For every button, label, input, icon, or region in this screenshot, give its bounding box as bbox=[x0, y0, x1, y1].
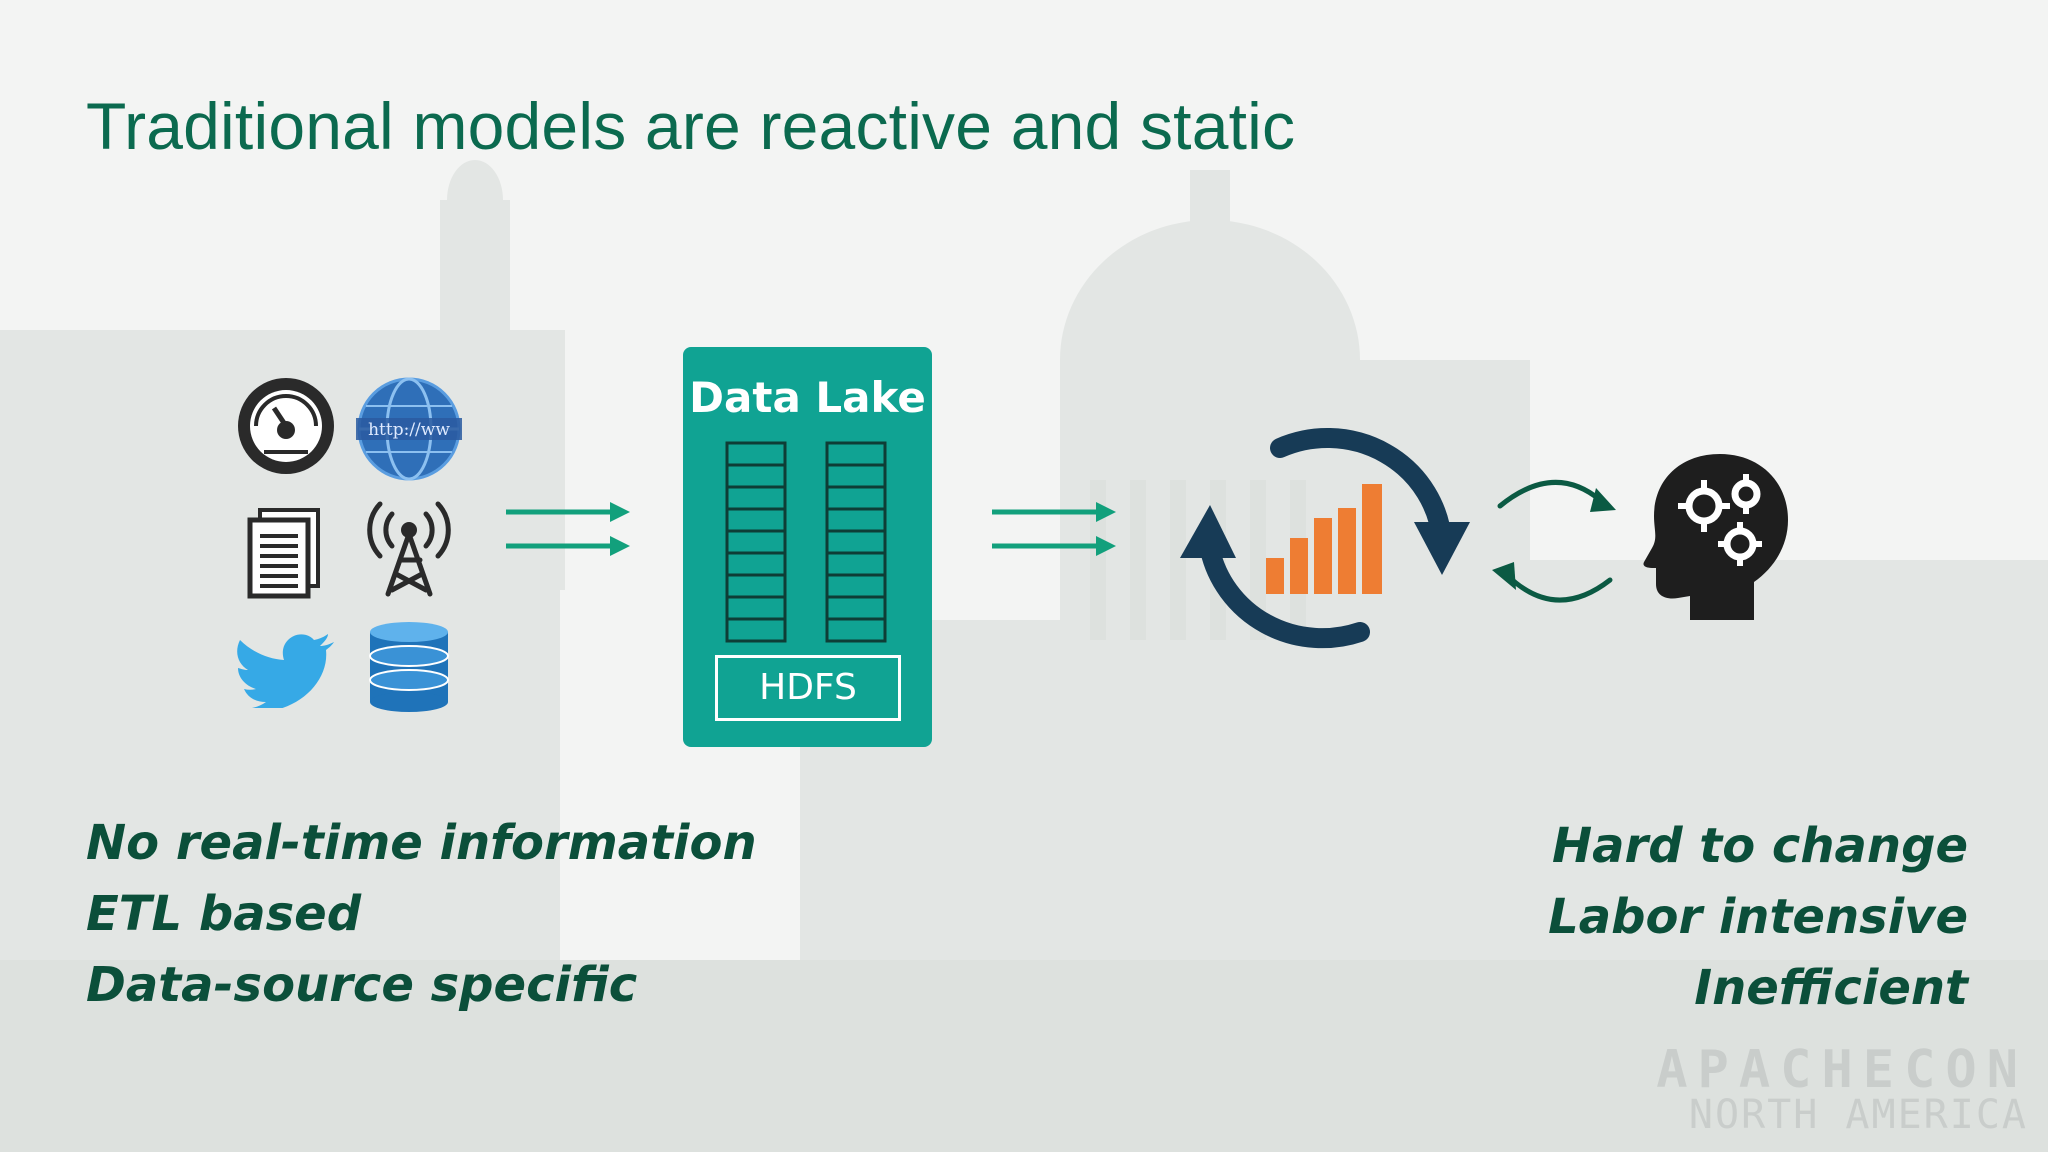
flow-arrows-to-lake bbox=[506, 502, 630, 556]
slide-title: Traditional models are reactive and stat… bbox=[86, 89, 1296, 163]
refresh-cycle-icon bbox=[1180, 428, 1470, 649]
swap-arrows-icon bbox=[1492, 479, 1616, 603]
storage-stack-left-icon bbox=[725, 441, 787, 643]
apachecon-watermark: APACHECON NORTH AMERICA bbox=[1656, 1040, 2028, 1138]
database-icon bbox=[369, 622, 449, 712]
watermark-line2: NORTH AMERICA bbox=[1688, 1092, 2028, 1138]
note-etl-based: ETL based bbox=[86, 886, 362, 942]
storage-stack-right-icon bbox=[825, 441, 887, 643]
right-notes: Hard to change Labor intensive Inefficie… bbox=[1548, 811, 1968, 1024]
globe-url-text: http://ww bbox=[368, 420, 450, 440]
note-labor-intensive: Labor intensive bbox=[1548, 889, 1968, 945]
documents-icon bbox=[247, 508, 320, 599]
gauge-icon bbox=[238, 378, 334, 474]
hdfs-label: HDFS bbox=[715, 655, 901, 721]
note-data-source-specific: Data-source specific bbox=[86, 957, 638, 1013]
data-lake-box: Data Lake HDFS bbox=[683, 347, 932, 747]
twitter-bird-icon bbox=[234, 634, 334, 708]
data-lake-title: Data Lake bbox=[689, 373, 926, 422]
watermark-line1: APACHECON bbox=[1656, 1040, 2028, 1100]
note-inefficient: Inefficient bbox=[1694, 960, 1968, 1016]
note-hard-to-change: Hard to change bbox=[1551, 818, 1968, 874]
flow-arrows-to-analytics bbox=[992, 502, 1116, 556]
head-gears-icon bbox=[1643, 454, 1788, 620]
note-no-real-time: No real-time information bbox=[86, 815, 757, 871]
bar-chart-icon bbox=[1266, 484, 1382, 594]
web-globe-icon: http://ww bbox=[356, 377, 462, 481]
radio-tower-icon bbox=[367, 501, 451, 597]
left-notes: No real-time information ETL based Data-… bbox=[86, 808, 757, 1021]
